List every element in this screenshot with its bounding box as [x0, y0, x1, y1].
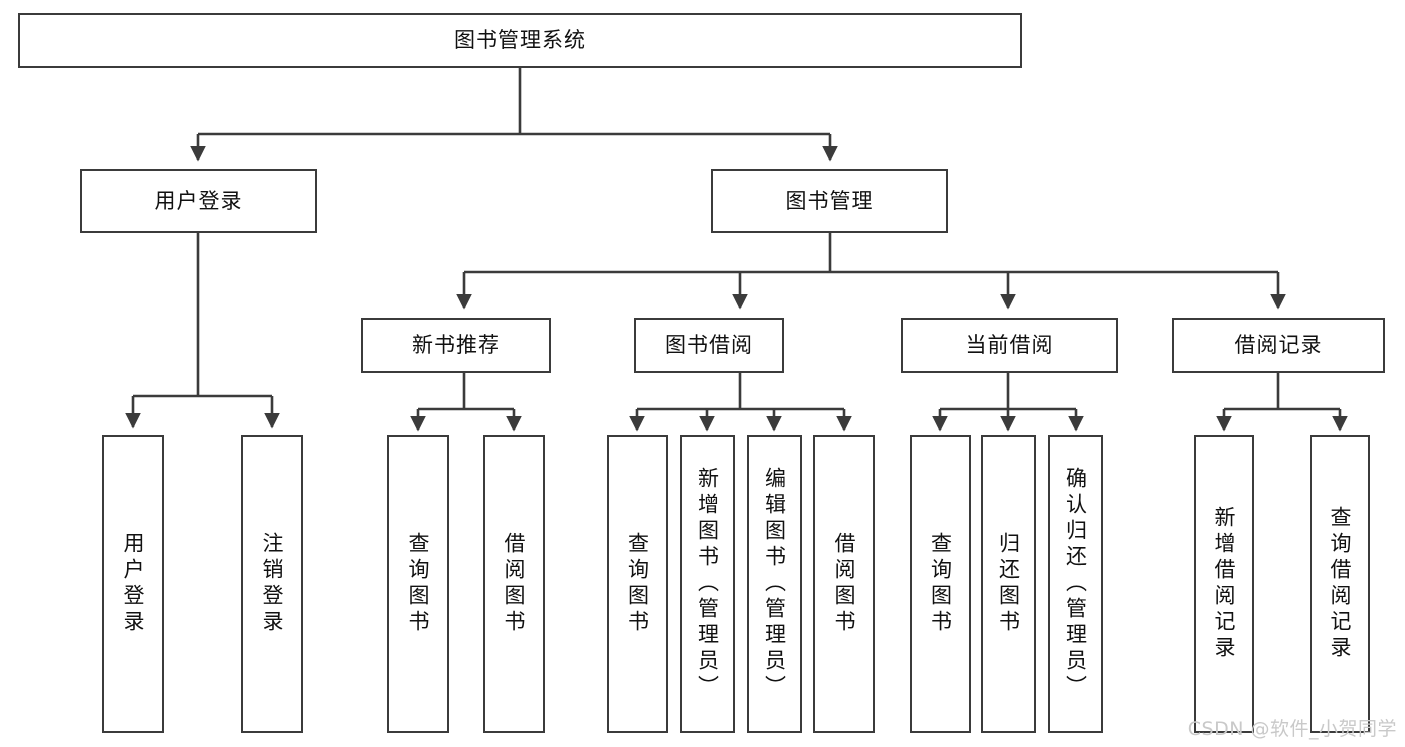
- leaf-return-book-label: 归还图书: [996, 532, 1021, 636]
- leaf-add-borrow-record-label: 新增借阅记录: [1212, 506, 1237, 662]
- leaf-logout[interactable]: 注销登录: [241, 435, 303, 733]
- leaf-user-login-label: 用户登录: [121, 532, 146, 636]
- leaf-borrow-book-newbook[interactable]: 借阅图书: [483, 435, 545, 733]
- node-book-management[interactable]: 图书管理: [711, 169, 948, 233]
- leaf-add-borrow-record[interactable]: 新增借阅记录: [1194, 435, 1254, 733]
- leaf-query-book-borrow-label: 查询图书: [625, 532, 650, 636]
- node-borrow-record-label: 借阅记录: [1234, 333, 1323, 358]
- node-new-book-recommend-label: 新书推荐: [412, 333, 500, 358]
- leaf-edit-book-admin-label: 编辑图书（管理员）: [762, 467, 787, 701]
- leaf-borrow-book[interactable]: 借阅图书: [813, 435, 875, 733]
- leaf-user-login[interactable]: 用户登录: [102, 435, 164, 733]
- node-book-borrow[interactable]: 图书借阅: [634, 318, 784, 373]
- node-borrow-record[interactable]: 借阅记录: [1172, 318, 1385, 373]
- leaf-query-book-borrow[interactable]: 查询图书: [607, 435, 668, 733]
- leaf-logout-label: 注销登录: [260, 532, 285, 636]
- node-user-login-label: 用户登录: [154, 188, 243, 213]
- node-user-login[interactable]: 用户登录: [80, 169, 317, 233]
- leaf-add-book-admin[interactable]: 新增图书（管理员）: [680, 435, 735, 733]
- leaf-return-book[interactable]: 归还图书: [981, 435, 1036, 733]
- node-new-book-recommend[interactable]: 新书推荐: [361, 318, 551, 373]
- leaf-borrow-book-newbook-label: 借阅图书: [502, 532, 527, 636]
- node-book-management-label: 图书管理: [785, 188, 874, 213]
- leaf-edit-book-admin[interactable]: 编辑图书（管理员）: [747, 435, 802, 733]
- node-root[interactable]: 图书管理系统: [18, 13, 1022, 68]
- node-book-borrow-label: 图书借阅: [665, 333, 753, 358]
- leaf-confirm-return-admin[interactable]: 确认归还（管理员）: [1048, 435, 1103, 733]
- leaf-query-book-current-label: 查询图书: [928, 532, 953, 636]
- leaf-query-borrow-record-label: 查询借阅记录: [1328, 506, 1353, 662]
- node-current-borrow[interactable]: 当前借阅: [901, 318, 1118, 373]
- leaf-query-book-newbook-label: 查询图书: [406, 532, 431, 636]
- leaf-add-book-admin-label: 新增图书（管理员）: [695, 467, 720, 701]
- leaf-borrow-book-label: 借阅图书: [832, 532, 857, 636]
- node-current-borrow-label: 当前借阅: [965, 333, 1054, 358]
- leaf-query-book-newbook[interactable]: 查询图书: [387, 435, 449, 733]
- leaf-query-borrow-record[interactable]: 查询借阅记录: [1310, 435, 1370, 733]
- node-root-label: 图书管理系统: [454, 28, 586, 53]
- leaf-query-book-current[interactable]: 查询图书: [910, 435, 971, 733]
- leaf-confirm-return-admin-label: 确认归还（管理员）: [1063, 467, 1088, 701]
